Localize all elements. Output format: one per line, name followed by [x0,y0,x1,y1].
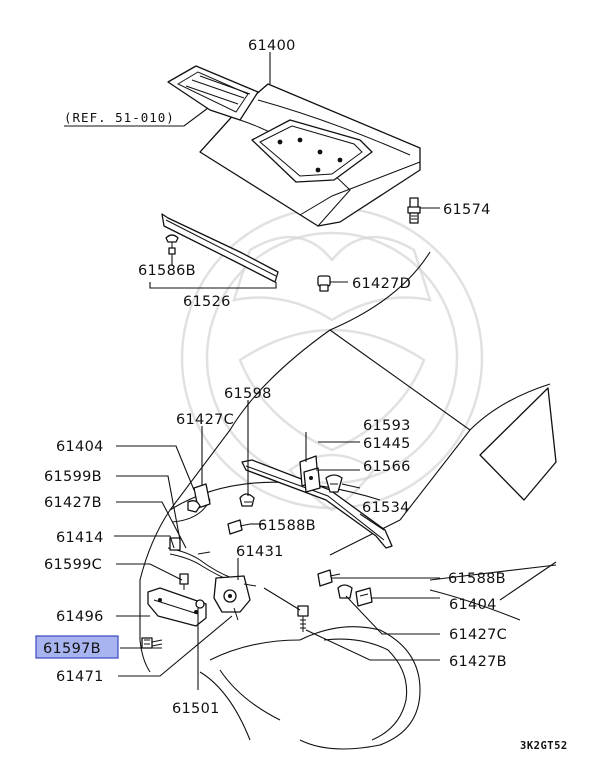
hood-panel [199,83,421,227]
bracket-61593-part [299,455,321,493]
clip-61588b-right-part [317,569,341,587]
lock-support-bar [241,459,393,549]
grommet-61598-part [239,493,255,507]
clip-61588b-mid-part [227,519,251,535]
bracket-61496-part [147,587,207,627]
leader-lines [64,52,440,690]
label-61526[interactable]: 61526 [183,294,231,310]
label-61574[interactable]: 61574 [443,202,491,218]
label-61404-right[interactable]: 61404 [449,597,497,613]
label-61598[interactable]: 61598 [224,386,272,402]
clip-61586b-part [165,234,179,256]
label-61427c-right[interactable]: 61427C [449,627,507,643]
label-61427c-top[interactable]: 61427C [176,412,234,428]
label-61404-left[interactable]: 61404 [56,439,104,455]
bolt-61597b-part [141,637,163,649]
ref-grille-part [167,65,259,121]
clip-61566-part [325,474,343,493]
highlight-box-61597b [35,635,119,659]
bolt-61574-part [407,197,421,224]
label-61414[interactable]: 61414 [56,530,104,546]
part-labels: 61400 (REF. 51-010) 61574 61586B 61526 6… [43,38,568,752]
label-61534[interactable]: 61534 [362,500,410,516]
bumper-61427b-right-part [297,605,309,632]
label-61599b[interactable]: 61599B [44,469,102,485]
label-61496[interactable]: 61496 [56,609,104,625]
label-61588b-right[interactable]: 61588B [448,571,506,587]
hood-seal-strip [161,213,279,283]
label-61501[interactable]: 61501 [172,701,220,717]
label-61597b[interactable]: 61597B [43,641,101,657]
label-61431[interactable]: 61431 [236,544,284,560]
bumper-61427c-right-part [337,584,353,599]
diagram-code: 3K2GT52 [520,740,568,752]
bumper-61427d-part [317,275,331,292]
hood-rod-left [171,483,211,523]
label-61471[interactable]: 61471 [56,669,104,685]
label-ref-51-010[interactable]: (REF. 51-010) [64,110,175,125]
label-61445[interactable]: 61445 [363,436,411,452]
clip-61599c-part [179,573,189,590]
label-61599c[interactable]: 61599C [44,557,102,573]
label-61593[interactable]: 61593 [363,418,411,434]
label-61588b-mid[interactable]: 61588B [258,518,316,534]
label-61566[interactable]: 61566 [363,459,411,475]
label-61427b-left[interactable]: 61427B [44,495,102,511]
hood-rod-holder-61404-right-part [355,587,373,607]
hood-lock-61431-part [213,575,257,621]
vehicle-body-outline [139,251,557,750]
label-61586b[interactable]: 61586B [138,263,196,279]
label-61427d[interactable]: 61427D [352,276,411,292]
label-61400[interactable]: 61400 [248,38,296,54]
hood-release-cable [167,537,235,583]
label-61427b-right[interactable]: 61427B [449,654,507,670]
